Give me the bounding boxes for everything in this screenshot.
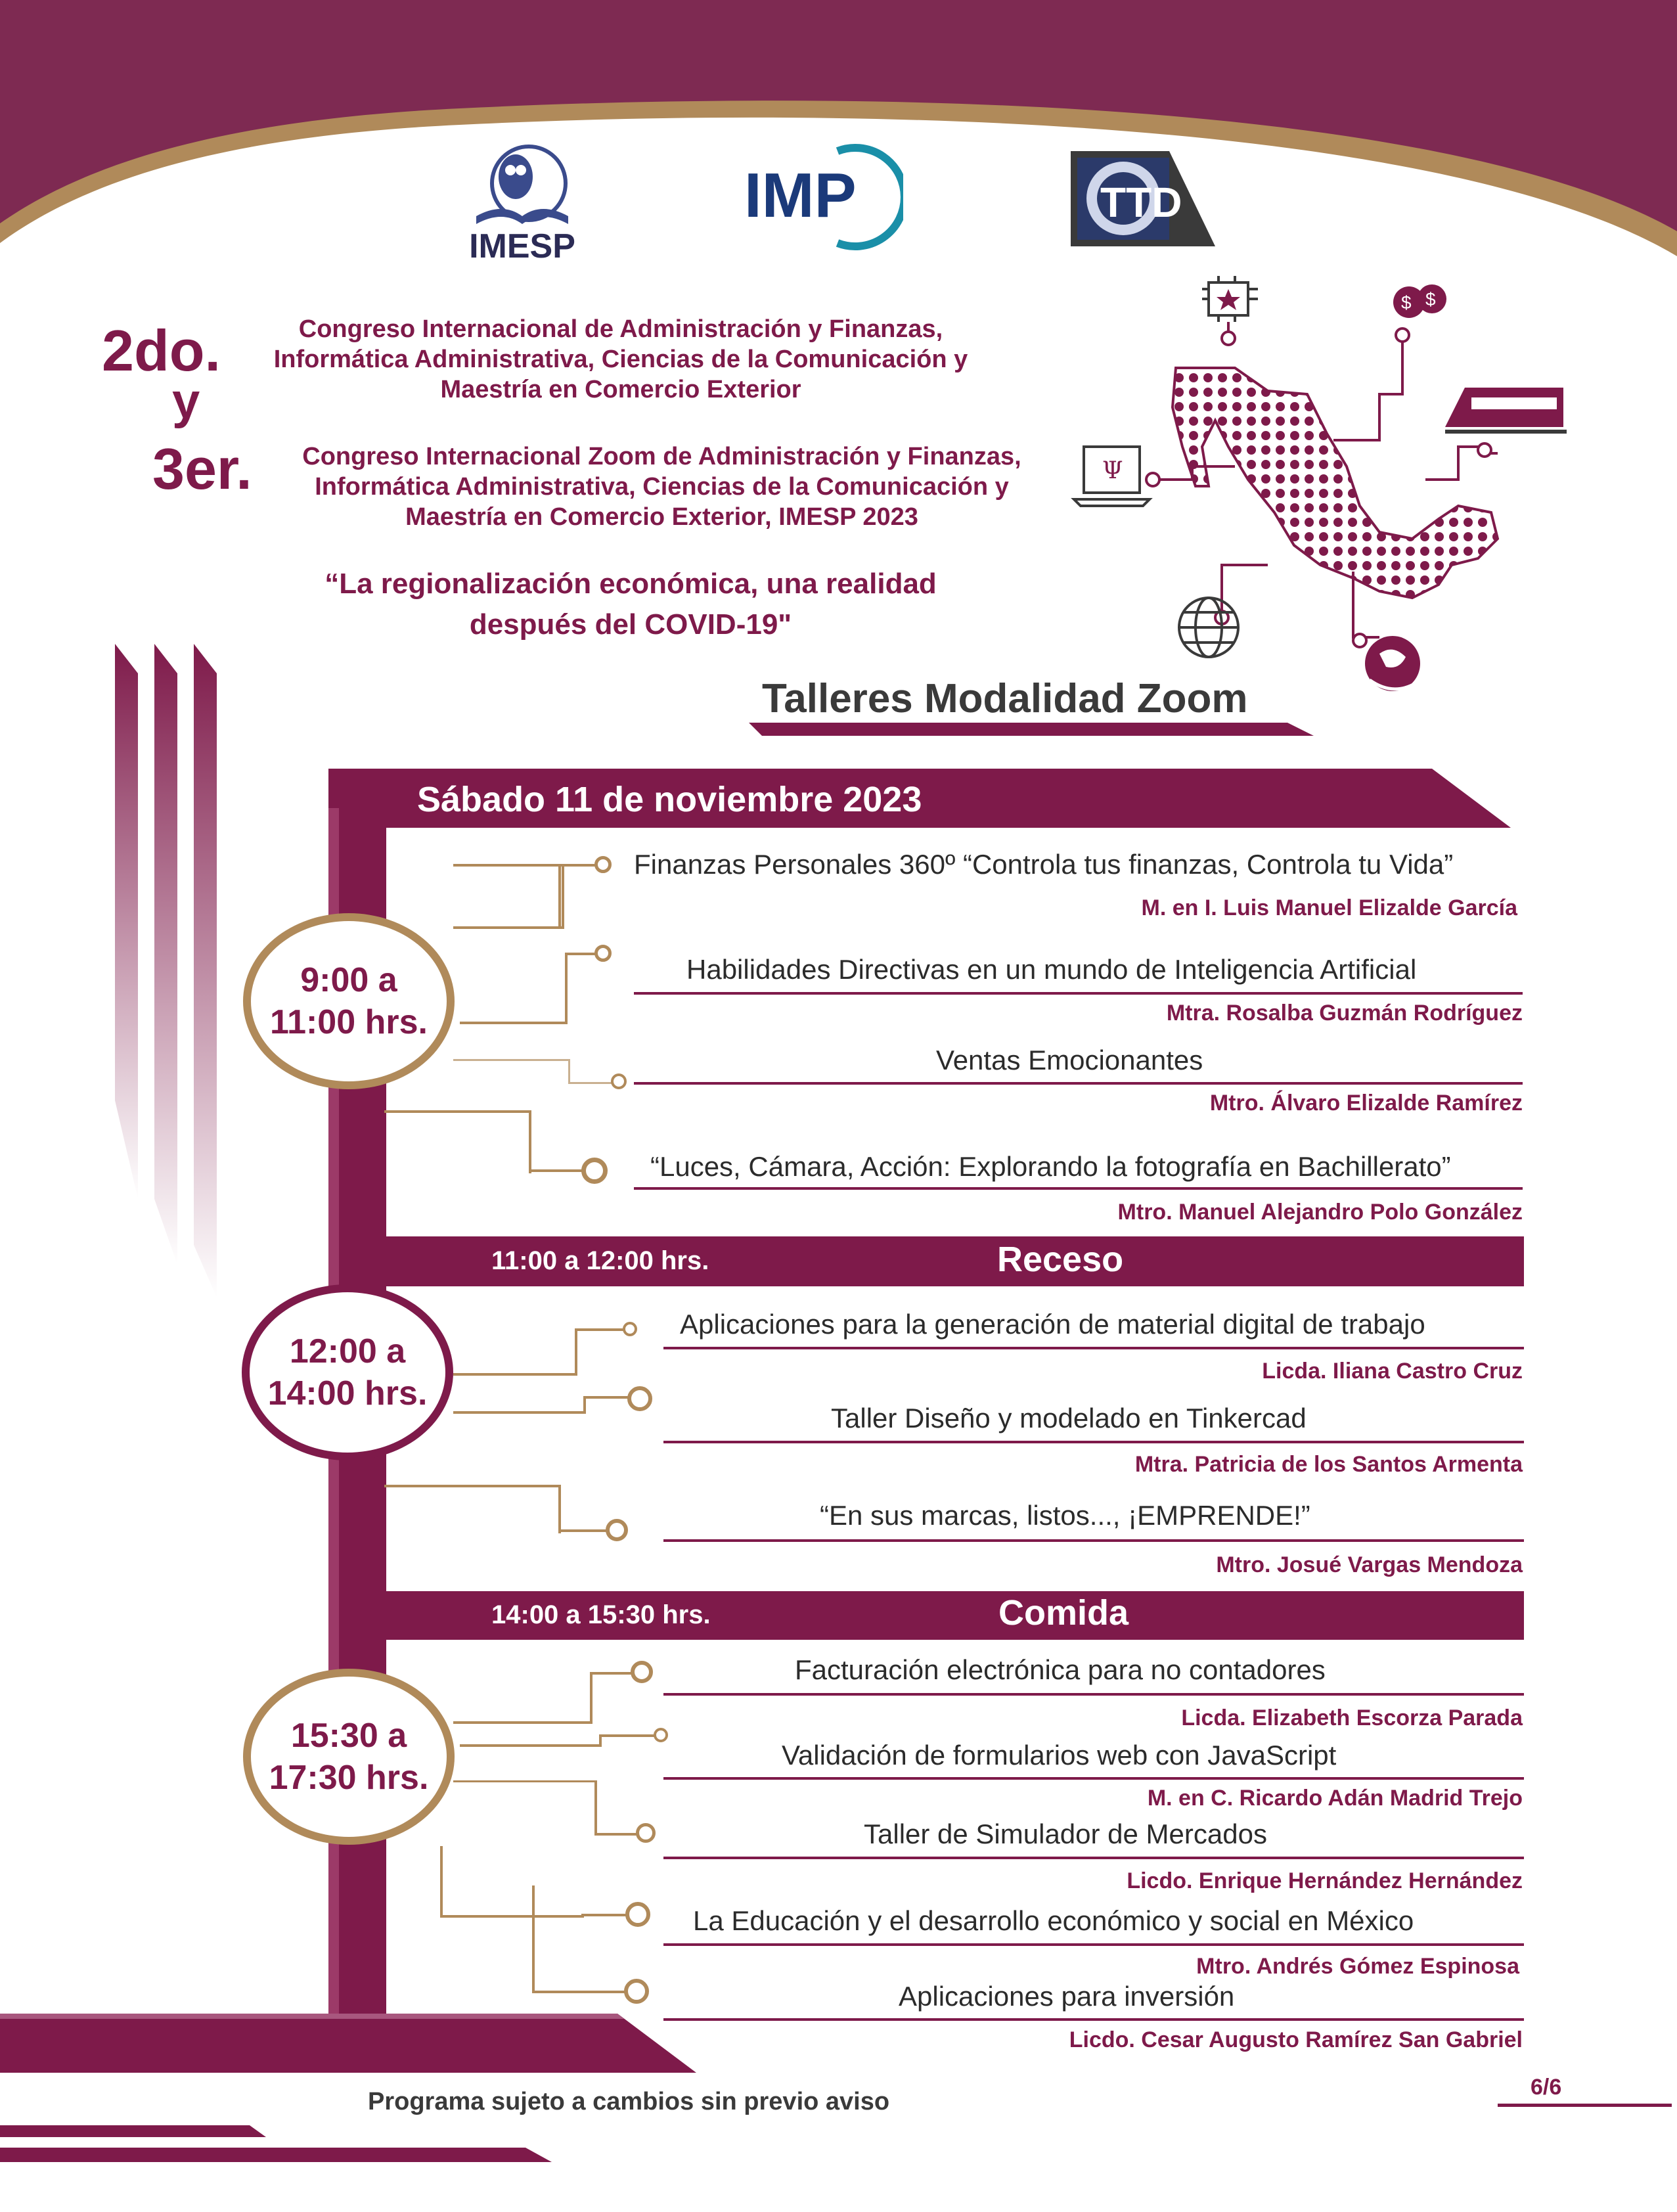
mexico-tech-illustration: $ $ Ψ [1071, 276, 1567, 691]
talk-1-1-title: Finanzas Personales 360º “Controla tus f… [634, 849, 1454, 880]
talk-2-3-title: “En sus marcas, listos..., ¡EMPRENDE!” [820, 1500, 1310, 1531]
svg-text:$: $ [1425, 289, 1436, 309]
ttd-logo: TTD [1071, 151, 1215, 246]
left-stripes [115, 644, 217, 1298]
talk-3-5-speaker: Licdo. Cesar Augusto Ramírez San Gabriel [1069, 2027, 1523, 2052]
page-number: 6/6 [1531, 2075, 1562, 2100]
train-icon [1445, 388, 1567, 434]
break-receso-bar [342, 1236, 1524, 1286]
bottom-band [0, 2014, 696, 2073]
time-block-3: 15:30 a 17:30 hrs. [243, 1669, 455, 1845]
talk-3-2-speaker: M. en C. Ricardo Adán Madrid Trejo [1147, 1786, 1523, 1811]
imesp-logo-text: IMESP [469, 227, 575, 265]
time-block-1: 9:00 a 11:00 hrs. [243, 913, 455, 1089]
time-block-2: 12:00 a 14:00 hrs. [242, 1284, 453, 1460]
edition-2do: 2do. [102, 318, 221, 383]
talk-1-3-title: Ventas Emocionantes [936, 1045, 1203, 1075]
ttd-logo-text: TTD [1100, 179, 1182, 226]
talk-1-4-speaker: Mtro. Manuel Alejandro Polo González [1117, 1200, 1523, 1225]
mexico-map-icon [1171, 367, 1500, 600]
imesp-logo: IMESP [453, 138, 591, 269]
talk-1-4-title: “Luces, Cámara, Acción: Explorando la fo… [650, 1151, 1451, 1182]
talk-3-3-speaker: Licdo. Enrique Hernández Hernández [1127, 1868, 1523, 1893]
talk-2-2-speaker: Mtra. Patricia de los Santos Armenta [1134, 1452, 1523, 1477]
break-comida-time: 14:00 a 15:30 hrs. [491, 1600, 711, 1629]
talk-3-1-title: Facturación electrónica para no contador… [795, 1654, 1326, 1685]
talk-3-1-speaker: Licda. Elizabeth Escorza Parada [1181, 1705, 1523, 1730]
imp-logo-text: IMP [744, 160, 857, 231]
edition-3er: 3er. [152, 436, 252, 501]
top-banner [0, 0, 1677, 256]
talk-2-2-title: Taller Diseño y modelado en Tinkercad [831, 1403, 1307, 1433]
time-block-2-label: 12:00 a 14:00 hrs. [267, 1332, 428, 1412]
talk-1-1-speaker: M. en I. Luis Manuel Elizalde García [1141, 895, 1518, 920]
talk-3-5-title: Aplicaciones para inversión [899, 1981, 1235, 2012]
talk-3-3-title: Taller de Simulador de Mercados [864, 1818, 1267, 1849]
svg-text:$: $ [1401, 292, 1412, 313]
talk-2-1-title: Aplicaciones para la generación de mater… [680, 1309, 1425, 1340]
svg-text:Ψ: Ψ [1102, 457, 1123, 484]
page-number-underline [1498, 2104, 1672, 2107]
talk-2-1-speaker: Licda. Iliana Castro Cruz [1262, 1359, 1523, 1384]
break-receso-time: 11:00 a 12:00 hrs. [491, 1246, 709, 1275]
talk-3-4-speaker: Mtro. Andrés Gómez Espinosa [1196, 1954, 1519, 1979]
section-title: Talleres Modalidad Zoom [762, 676, 1248, 721]
talk-3-4-title: La Educación y el desarrollo económico y… [693, 1905, 1414, 1936]
footer-stripes [0, 2125, 552, 2162]
date-banner [328, 769, 1511, 828]
talk-2-3-speaker: Mtro. Josué Vargas Mendoza [1216, 1552, 1523, 1577]
break-comida-label: Comida [998, 1593, 1129, 1633]
break-comida-bar [342, 1591, 1524, 1640]
talk-3-2-title: Validación de formularios web con JavaSc… [782, 1740, 1337, 1771]
time-block-1-label: 9:00 a 11:00 hrs. [270, 961, 428, 1041]
globe-icon [1178, 597, 1240, 658]
world-hand-icon [1365, 636, 1420, 691]
microchip-icon [1202, 276, 1258, 322]
congress-title-1: Congreso Internacional de Administración… [273, 315, 968, 403]
congress-title-2: Congreso Internacional Zoom de Administr… [302, 443, 1021, 531]
computer-icon: Ψ [1071, 445, 1153, 507]
imp-logo: IMP [739, 138, 903, 256]
break-receso-label: Receso [997, 1240, 1124, 1279]
talk-1-2-speaker: Mtra. Rosalba Guzmán Rodríguez [1166, 1001, 1523, 1026]
section-title-underline [749, 723, 1314, 736]
edition-conjunction: y [172, 373, 200, 429]
money-icon: $ $ [1393, 284, 1446, 318]
talk-1-2-title: Habilidades Directivas en un mundo de In… [686, 954, 1417, 985]
footer-note: Programa sujeto a cambios sin previo avi… [368, 2088, 890, 2115]
motto: “La regionalización económica, una reali… [324, 568, 937, 641]
time-block-3-label: 15:30 a 17:30 hrs. [269, 1717, 429, 1797]
date-label: Sábado 11 de noviembre 2023 [417, 780, 922, 819]
talk-1-3-speaker: Mtro. Álvaro Elizalde Ramírez [1209, 1091, 1523, 1116]
